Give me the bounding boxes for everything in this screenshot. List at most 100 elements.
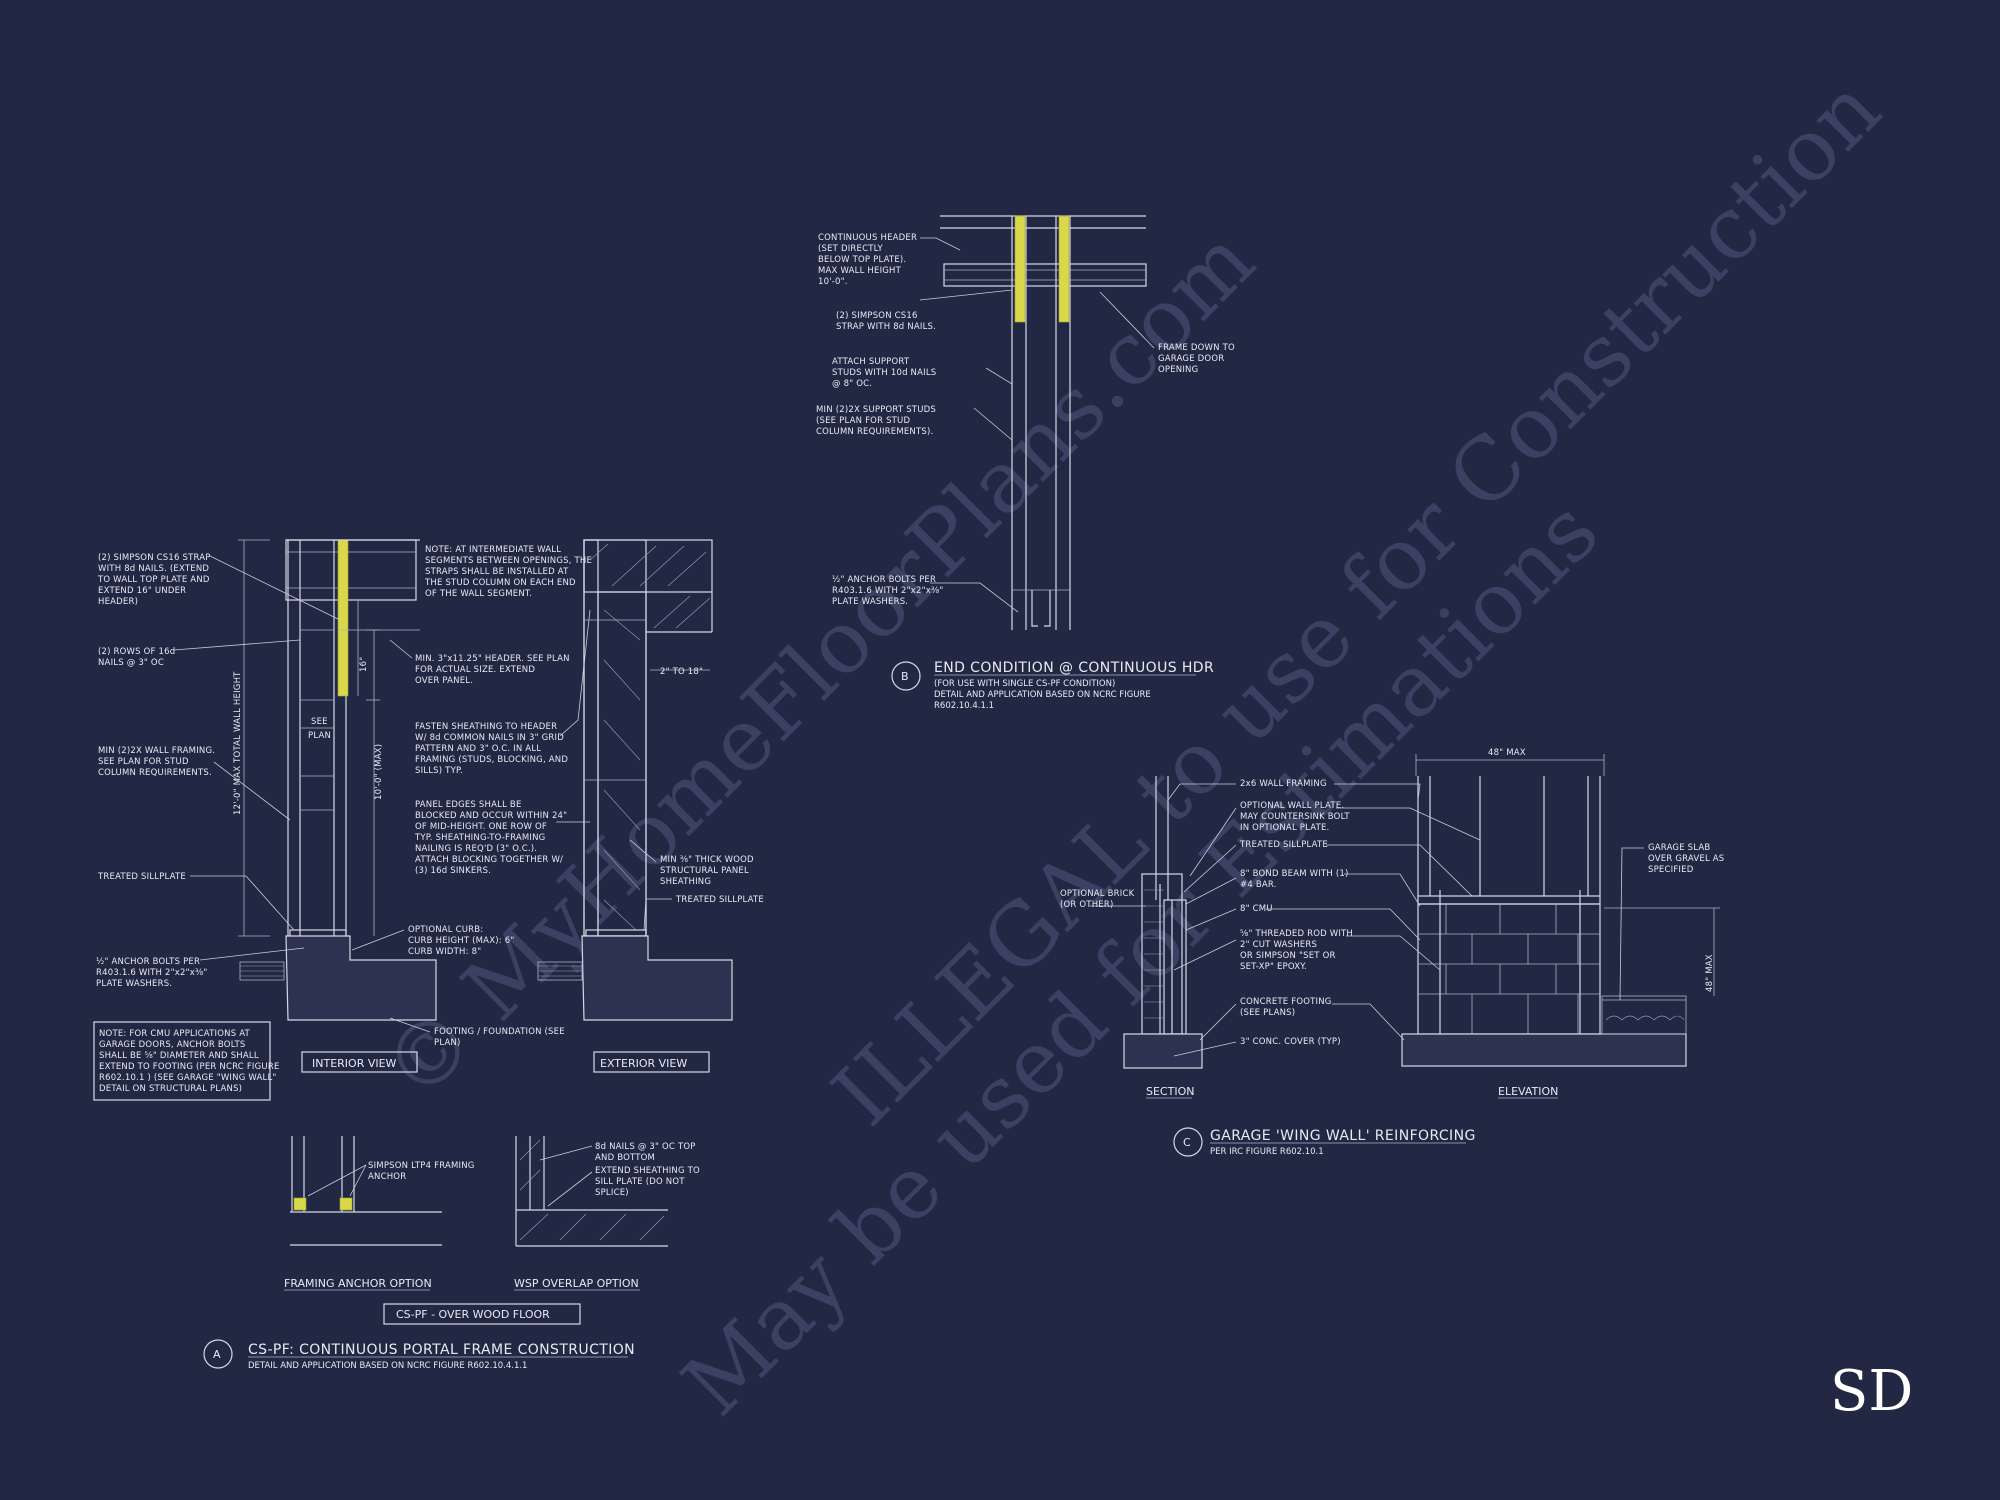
note-strap-5: HEADER): [98, 597, 138, 607]
detail-c-title-block: C GARAGE 'WING WALL' REINFORCING PER IRC…: [1173, 1127, 1475, 1157]
c-note-wallplate-2: MAY COUNTERSINK BOLT: [1240, 812, 1350, 822]
c-note-wallplate-1: OPTIONAL WALL PLATE.: [1240, 801, 1344, 811]
note-anchor-1: ½" ANCHOR BOLTS PER: [96, 957, 200, 967]
detail-a-title-block: A CS-PF: CONTINUOUS PORTAL FRAME CONSTRU…: [203, 1339, 635, 1371]
detail-c-subtitle: PER IRC FIGURE R602.10.1: [1210, 1147, 1324, 1157]
c-note-framing: 2x6 WALL FRAMING: [1240, 779, 1327, 789]
note-strap-4: EXTEND 16" UNDER: [98, 586, 186, 596]
note-intermediate-1: NOTE: AT INTERMEDIATE WALL: [425, 545, 561, 555]
note-intermediate-4: THE STUD COLUMN ON EACH END: [424, 578, 576, 588]
detail-a-subtitle: DETAIL AND APPLICATION BASED ON NCRC FIG…: [248, 1361, 527, 1371]
note-strap-3: TO WALL TOP PLATE AND: [97, 575, 210, 585]
note-panel-6: ATTACH BLOCKING TOGETHER W/: [415, 855, 563, 865]
b-note-anchor-1: ½" ANCHOR BOLTS PER: [832, 575, 936, 585]
note-strap-1: (2) SIMPSON CS16 STRAP: [98, 553, 211, 563]
detail-a-left-notes: (2) SIMPSON CS16 STRAP WITH 8d NAILS. (E…: [93, 553, 341, 1101]
note-curb-3: CURB WIDTH: 8": [408, 947, 481, 957]
over-wood-floor-label: CS-PF - OVER WOOD FLOOR: [396, 1308, 550, 1321]
c-note-brick-1: OPTIONAL BRICK: [1060, 889, 1135, 899]
wsp-overlap-option-label: WSP OVERLAP OPTION: [514, 1277, 639, 1290]
c-note-cmu: 8" CMU: [1240, 904, 1273, 914]
note-nails-1: (2) ROWS OF 16d: [98, 647, 175, 657]
note-anchor-2: R403.1.6 WITH 2"x2"x⅜": [96, 968, 208, 978]
watermark-line-2: ILLEGAL to use for Construction: [814, 59, 1900, 1145]
see-plan-2: PLAN: [308, 731, 331, 741]
c-note-slab-2: OVER GRAVEL AS: [1648, 854, 1724, 864]
c-note-slab-1: GARAGE SLAB: [1648, 843, 1710, 853]
note-fasten-4: FRAMING (STUDS, BLOCKING, AND: [415, 755, 568, 765]
c-note-cover: 3" CONC. COVER (TYP): [1240, 1037, 1341, 1047]
detail-b-notes: CONTINUOUS HEADER (SET DIRECTLY BELOW TO…: [816, 233, 1235, 607]
b-note-header-1: CONTINUOUS HEADER: [818, 233, 917, 243]
detail-a-exterior-view: 2" TO 18" MIN ⅜" THICK WOOD STRUCTURAL P…: [537, 539, 764, 1073]
note-fasten-1: FASTEN SHEATHING TO HEADER: [415, 722, 557, 732]
note-strap-2: WITH 8d NAILS. (EXTEND: [98, 564, 209, 574]
dim-10-max: 10'-0" (MAX): [374, 744, 384, 800]
note-panel-2: BLOCKED AND OCCUR WITHIN 24": [415, 811, 567, 821]
c-note-bondbeam-2: #4 BAR.: [1240, 880, 1277, 890]
b-note-support-1: MIN (2)2X SUPPORT STUDS: [816, 405, 936, 415]
detail-b-subtitle-3: R602.10.4.1.1: [934, 701, 994, 711]
c-note-wallplate-3: IN OPTIONAL PLATE.: [1240, 823, 1329, 833]
detail-b-subtitle-1: (FOR USE WITH SINGLE CS-PF CONDITION): [934, 679, 1115, 689]
note-cmu-4: EXTEND TO FOOTING (PER NCRC FIGURE: [99, 1062, 280, 1072]
note-cmu-1: NOTE: FOR CMU APPLICATIONS AT: [99, 1029, 251, 1039]
b-note-header-3: BELOW TOP PLATE).: [818, 255, 906, 265]
note-sillplate-ext: TREATED SILLPLATE: [675, 895, 764, 905]
b-note-framedown-3: OPENING: [1158, 365, 1198, 375]
note-header-3: OVER PANEL.: [415, 676, 473, 686]
b-note-attach-1: ATTACH SUPPORT: [832, 357, 910, 367]
dim-total-height: 12'-0" MAX TOTAL WALL HEIGHT: [233, 671, 243, 815]
note-intermediate-5: OF THE WALL SEGMENT.: [425, 589, 532, 599]
interior-view-label: INTERIOR VIEW: [312, 1057, 397, 1070]
note-cmu-3: SHALL BE ⅝" DIAMETER AND SHALL: [99, 1051, 259, 1061]
note-framing-3: COLUMN REQUIREMENTS.: [98, 768, 212, 778]
note-curb-2: CURB HEIGHT (MAX): 6": [408, 936, 514, 946]
note-header-2: FOR ACTUAL SIZE. EXTEND: [415, 665, 535, 675]
note-header-1: MIN. 3"x11.25" HEADER. SEE PLAN: [415, 654, 570, 664]
note-panel-5: NAILING IS REQ'D (3" O.C.).: [415, 844, 537, 854]
detail-b-drawing: [919, 215, 1155, 630]
dim-48-max: 48" MAX: [1488, 748, 1526, 758]
c-note-brick-2: (OR OTHER): [1060, 900, 1113, 910]
detail-c-notes: 2x6 WALL FRAMING OPTIONAL WALL PLATE. MA…: [1060, 779, 1724, 1057]
note-panel-3: OF MID-HEIGHT. ONE ROW OF: [415, 822, 547, 832]
note-sillplate-1: TREATED SILLPLATE: [97, 872, 186, 882]
note-ltp4-1: SIMPSON LTP4 FRAMING: [368, 1161, 475, 1171]
c-note-bondbeam-1: 8" BOND BEAM WITH (1): [1240, 869, 1349, 879]
b-note-attach-3: @ 8" OC.: [832, 379, 872, 389]
detail-b-title-block: B END CONDITION @ CONTINUOUS HDR (FOR US…: [891, 660, 1214, 711]
note-fasten-2: W/ 8d COMMON NAILS IN 3" GRID: [415, 733, 564, 743]
b-note-anchor-3: PLATE WASHERS.: [832, 597, 908, 607]
b-note-header-4: MAX WALL HEIGHT: [818, 266, 902, 276]
b-note-strap-2: STRAP WITH 8d NAILS.: [836, 322, 936, 332]
b-note-framedown-1: FRAME DOWN TO: [1158, 343, 1235, 353]
detail-a-interior-view: 12'-0" MAX TOTAL WALL HEIGHT 10'-0" (MAX…: [233, 539, 437, 1073]
note-panel-4: TYP. SHEATHING-TO-FRAMING: [414, 833, 545, 843]
dim-16: 16": [359, 657, 369, 672]
note-8dnails-1: 8d NAILS @ 3" OC TOP: [595, 1142, 696, 1152]
detail-a-title: CS-PF: CONTINUOUS PORTAL FRAME CONSTRUCT…: [248, 1342, 635, 1358]
framing-anchor-option-label: FRAMING ANCHOR OPTION: [284, 1277, 432, 1290]
b-note-header-2: (SET DIRECTLY: [818, 244, 883, 254]
detail-a-middle-notes: NOTE: AT INTERMEDIATE WALL SEGMENTS BETW…: [351, 545, 592, 1048]
c-note-rod-3: OR SIMPSON "SET OR: [1240, 951, 1336, 961]
b-note-framedown-2: GARAGE DOOR: [1158, 354, 1224, 364]
detail-b-subtitle-2: DETAIL AND APPLICATION BASED ON NCRC FIG…: [934, 690, 1151, 700]
b-note-anchor-2: R403.1.6 WITH 2"x2"x⅜": [832, 586, 944, 596]
detail-c-elevation: 48" MAX 48" MAX: [1401, 748, 1720, 1067]
note-cmu-6: DETAIL ON STRUCTURAL PLANS): [99, 1084, 242, 1094]
note-osb-1: MIN ⅜" THICK WOOD: [660, 855, 754, 865]
dim-2-to-18: 2" TO 18": [660, 667, 703, 677]
detail-c-section: [1090, 776, 1203, 1069]
detail-c-marker: C: [1183, 1136, 1191, 1149]
note-nails-2: NAILS @ 3" OC: [98, 658, 164, 668]
note-8dnails-2: AND BOTTOM: [595, 1153, 655, 1163]
detail-b-title: END CONDITION @ CONTINUOUS HDR: [934, 660, 1214, 676]
sd-logo: SD: [1830, 1359, 1913, 1424]
note-ltp4-2: ANCHOR: [368, 1172, 406, 1182]
watermark: © MyHomeFloorPlans.com ILLEGAL to use fo…: [364, 59, 1900, 1435]
detail-a-options: SIMPSON LTP4 FRAMING ANCHOR FRAMING ANCH…: [284, 1136, 700, 1325]
note-anchor-3: PLATE WASHERS.: [96, 979, 172, 989]
section-label: SECTION: [1146, 1085, 1194, 1098]
